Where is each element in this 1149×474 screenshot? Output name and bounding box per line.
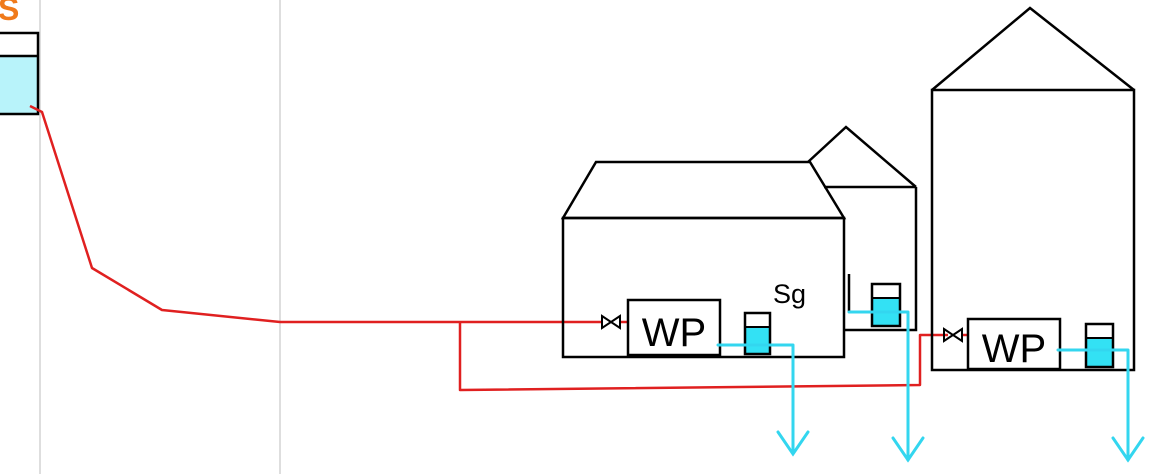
arrow-down-icon [776, 430, 810, 457]
pump-2-label: WP [982, 327, 1046, 371]
valve-icon [943, 327, 963, 343]
supply-branch-line [458, 322, 948, 392]
cistern-2-body [870, 282, 902, 328]
drain-pipes [716, 310, 1130, 462]
cistern-1-water [745, 327, 770, 354]
pump-2-box [966, 317, 1062, 371]
supply-main-line [29, 104, 602, 324]
annex-roof [807, 125, 917, 188]
pump-1-label: WP [642, 311, 706, 355]
cistern-1-body [743, 311, 772, 356]
tank-label: S [0, 0, 19, 27]
house-2-roof [931, 6, 1135, 91]
storage-room-label: Sg [773, 279, 806, 309]
house-1 [560, 160, 847, 359]
valve-icon [601, 314, 621, 330]
annex-wall [844, 187, 918, 332]
drain-pipe-1 [716, 343, 795, 454]
cistern-1 [743, 311, 772, 356]
supply-pipe [29, 104, 970, 392]
house-1-roof [560, 160, 847, 220]
drain-pipe-2 [847, 310, 910, 462]
water-pump-1: WP [626, 298, 722, 357]
tank-body [0, 31, 40, 116]
cistern-2 [870, 282, 902, 328]
annex [807, 125, 918, 332]
house-2 [930, 6, 1136, 372]
water-tank: S [0, 0, 40, 116]
drain-pipe-3 [1056, 348, 1130, 462]
water-pump-2: WP [966, 317, 1062, 371]
pump-1-box [626, 298, 722, 357]
arrow-down-icon [1111, 436, 1145, 463]
cistern-3 [1084, 322, 1115, 369]
cistern-3-water [1086, 338, 1113, 367]
tank-water [0, 56, 38, 114]
arrow-down-icon [891, 436, 925, 463]
cistern-3-body [1084, 322, 1115, 369]
